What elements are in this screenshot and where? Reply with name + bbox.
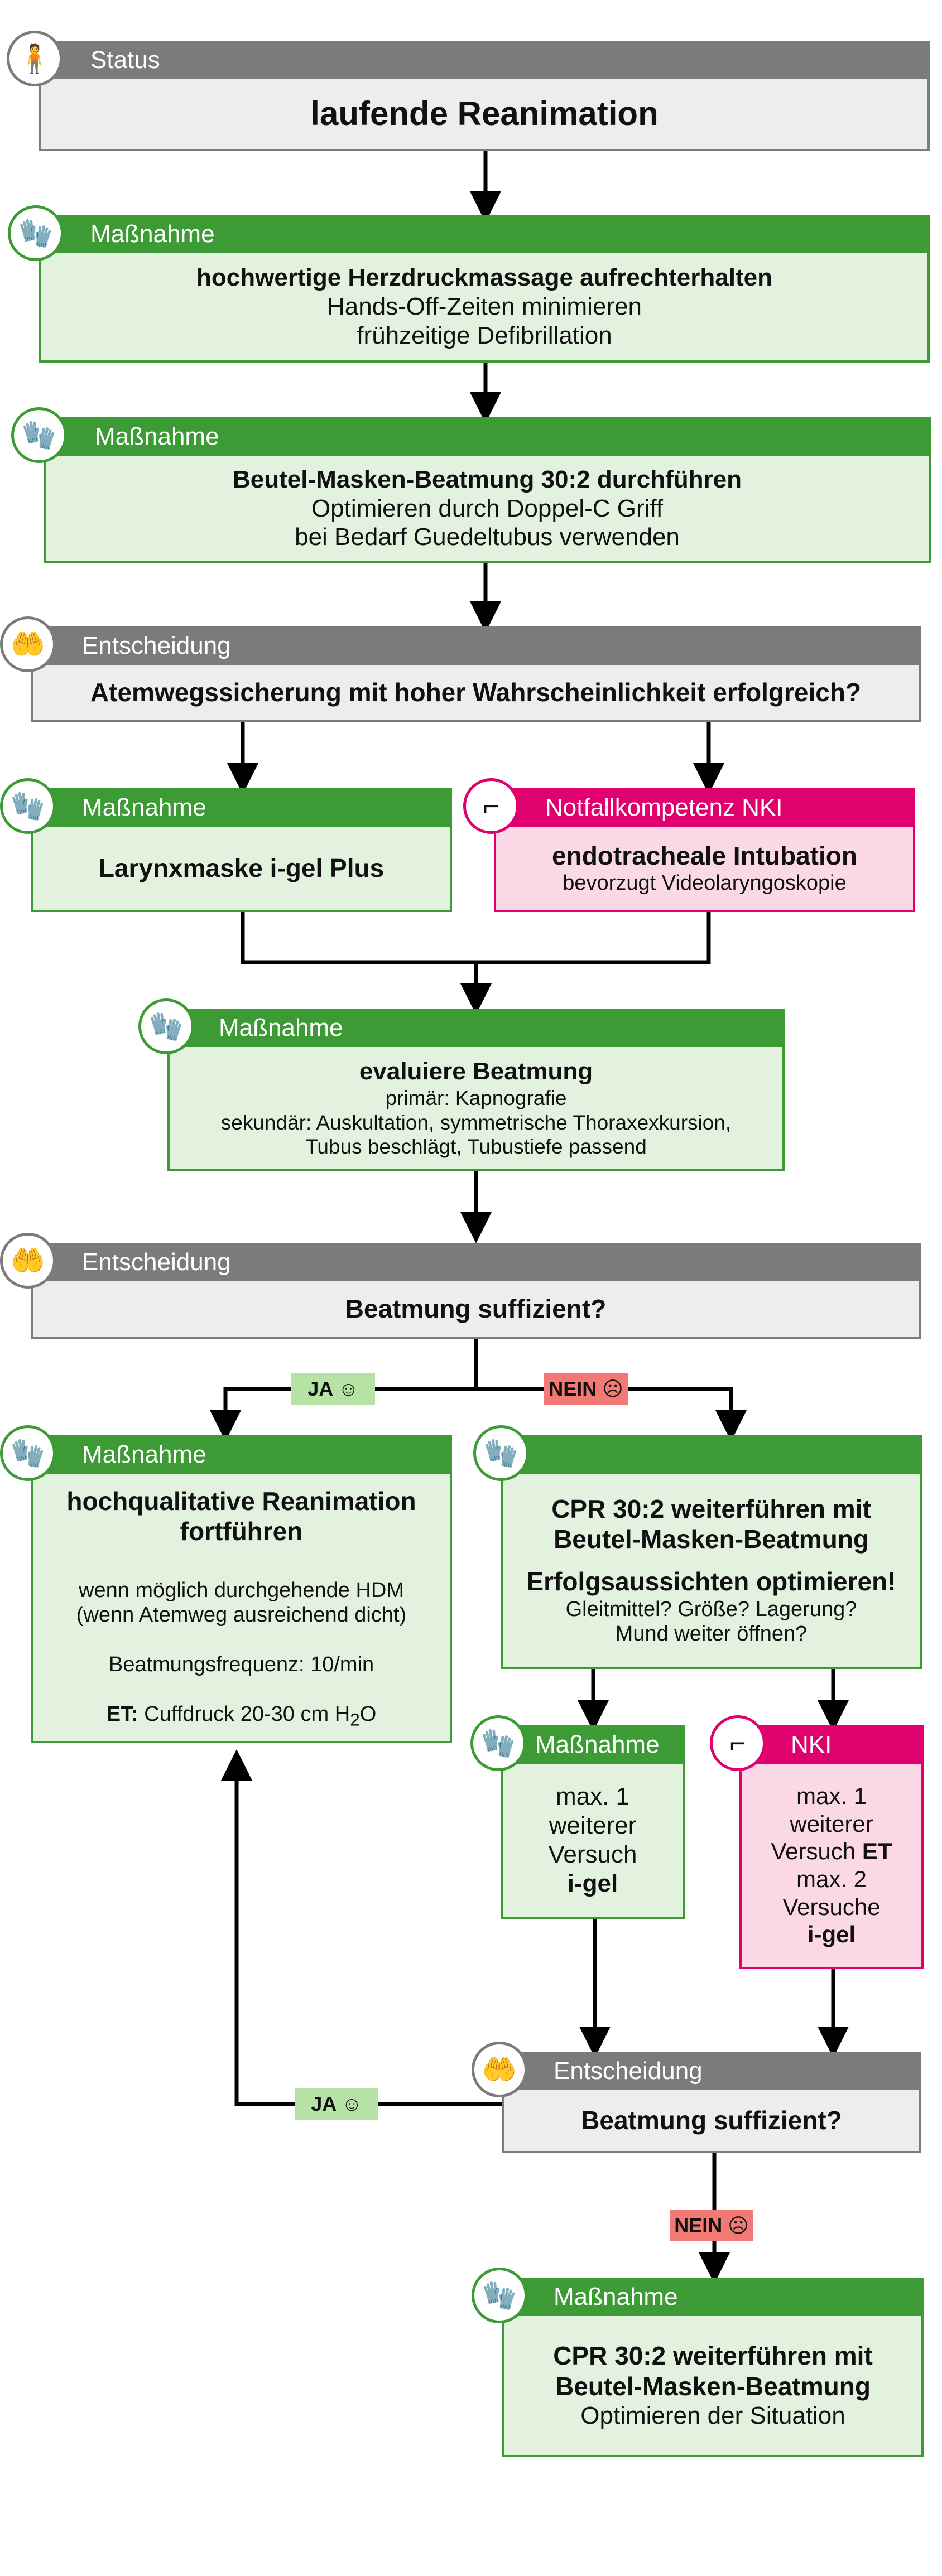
- massnahme-box-1: Maßnahme hochwertige Herzdruckmassage au…: [39, 215, 930, 363]
- entscheidung-box-3: Entscheidung Beatmung suffizient?: [502, 2052, 921, 2153]
- gloved-hands-icon: 🧤: [472, 2268, 527, 2323]
- entscheidung-header: Entscheidung: [502, 2052, 921, 2090]
- massnahme-box-2: Maßnahme Beutel-Masken-Beatmung 30:2 dur…: [44, 417, 931, 563]
- yes-label: JA ☺: [295, 2088, 378, 2120]
- laryngoscope-icon: ⌐: [463, 778, 519, 834]
- massnahme-header-empty: [501, 1435, 922, 1474]
- no-label: NEIN ☹: [544, 1373, 628, 1405]
- gloved-hands-icon: 🧤: [0, 1425, 56, 1481]
- entscheidung-box-1: Entscheidung Atemwegssicherung mit hoher…: [31, 626, 921, 722]
- massnahme-header: Maßnahme: [39, 215, 930, 253]
- gloved-hands-icon: 🧤: [8, 205, 64, 261]
- decision-hand-icon: 🤲: [0, 1233, 56, 1289]
- status-header: Status: [39, 41, 930, 79]
- nki-box-intubation: Notfallkompetenz NKI endotracheale Intub…: [494, 788, 915, 912]
- gloved-hands-icon: 🧤: [138, 998, 194, 1054]
- massnahme-box-cpr: CPR 30:2 weiterführen mit Beutel-Masken-…: [501, 1435, 922, 1669]
- massnahme-header: Maßnahme: [501, 1725, 685, 1764]
- decision-hand-icon: 🤲: [472, 2042, 527, 2097]
- massnahme-header: Maßnahme: [31, 788, 452, 827]
- massnahme-header: Maßnahme: [31, 1435, 452, 1474]
- entscheidung-box-2: Entscheidung Beatmung suffizient?: [31, 1243, 921, 1339]
- massnahme-header: Maßnahme: [44, 417, 931, 456]
- massnahme-header: Maßnahme: [502, 2278, 924, 2316]
- decision-question: Beatmung suffizient?: [581, 2106, 842, 2135]
- gloved-hands-icon: 🧤: [11, 407, 67, 463]
- decision-question: Atemwegssicherung mit hoher Wahrscheinli…: [90, 678, 862, 707]
- massnahme-header: Maßnahme: [167, 1009, 785, 1047]
- nki-header: Notfallkompetenz NKI: [494, 788, 915, 827]
- massnahme-box-final: Maßnahme CPR 30:2 weiterführen mit Beute…: [502, 2278, 924, 2457]
- person-icon: 🧍: [7, 31, 63, 86]
- status-title: laufende Reanimation: [310, 95, 659, 133]
- status-box: Status laufende Reanimation: [39, 41, 930, 151]
- yes-label: JA ☺: [291, 1373, 375, 1405]
- no-label: NEIN ☹: [670, 2210, 753, 2241]
- laryngoscope-icon: ⌐: [710, 1715, 766, 1771]
- entscheidung-header: Entscheidung: [31, 1243, 921, 1281]
- massnahme-box-evaluiere: Maßnahme evaluiere Beatmung primär: Kapn…: [167, 1009, 785, 1171]
- gloved-hands-icon: 🧤: [470, 1715, 526, 1771]
- massnahme-box-reanimation: Maßnahme hochqualitative Reanimation for…: [31, 1435, 452, 1743]
- entscheidung-header: Entscheidung: [31, 626, 921, 665]
- massnahme-box-larynxmaske: Maßnahme Larynxmaske i-gel Plus: [31, 788, 452, 912]
- gloved-hands-icon: 🧤: [473, 1425, 529, 1481]
- gloved-hands-icon: 🧤: [0, 778, 56, 834]
- nki-header: NKI: [739, 1725, 924, 1764]
- massnahme-box-igel: Maßnahme max. 1 weiterer Versuch i-gel: [501, 1725, 685, 1919]
- nki-box-versuche: NKI max. 1 weiterer Versuch ET max. 2 Ve…: [739, 1725, 924, 1969]
- decision-question: Beatmung suffizient?: [345, 1294, 607, 1324]
- decision-hand-icon: 🤲: [0, 616, 56, 672]
